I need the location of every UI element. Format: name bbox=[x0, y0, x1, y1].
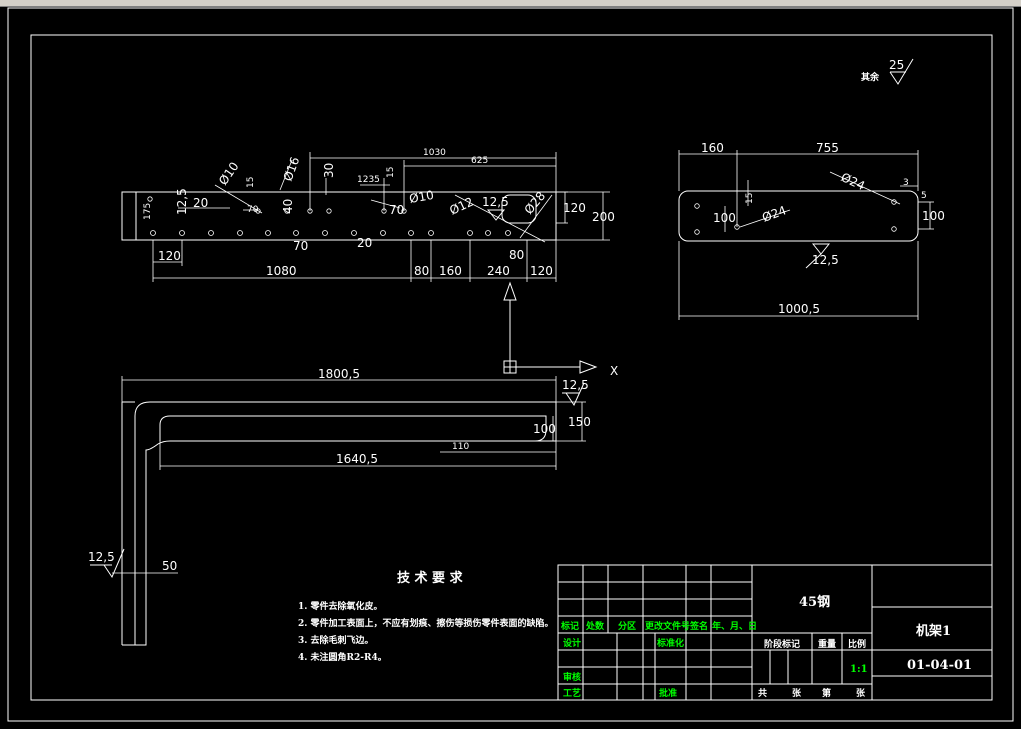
tb-label-change-doc: 更改文件号 bbox=[645, 620, 690, 632]
side-dim-5: 5 bbox=[921, 191, 927, 201]
dim-80-b: 80 bbox=[509, 248, 524, 262]
dim-80: 80 bbox=[414, 264, 429, 278]
bend-roughness-12-5-b: 12,5 bbox=[88, 550, 115, 564]
ucs-icon: X bbox=[503, 281, 618, 378]
dim-30: 30 bbox=[322, 163, 336, 178]
bend-dim-1800-5: 1800,5 bbox=[318, 367, 360, 381]
dim-200: 200 bbox=[592, 210, 615, 224]
tb-part-name: 机架1 bbox=[916, 623, 951, 639]
tb-label-sheet: 张 bbox=[856, 687, 866, 699]
dim-15-right: 15 bbox=[386, 167, 396, 178]
tb-label-approve: 批准 bbox=[659, 687, 677, 699]
dim-1030: 1030 bbox=[423, 148, 446, 158]
side-roughness-12-5: 12,5 bbox=[812, 253, 839, 267]
dim-phi28: Ø28 bbox=[522, 189, 549, 217]
tech-req-item-3: 3. 去除毛刺飞边。 bbox=[298, 634, 374, 646]
dim-120-left: 120 bbox=[158, 249, 181, 263]
dim-40: 40 bbox=[281, 199, 295, 214]
tech-req-title: 技 术 要 求 bbox=[397, 570, 464, 586]
tb-label-mark: 标记 bbox=[560, 620, 579, 632]
tb-label-stage-mark: 阶段标记 bbox=[764, 638, 800, 650]
roughness-12-5-front: 12,5 bbox=[482, 195, 509, 209]
sheet-outer-border bbox=[7, 7, 1014, 722]
bend-roughness-12-5: 12,5 bbox=[562, 378, 589, 392]
dim-phi12: Ø12 bbox=[447, 195, 475, 218]
bend-view-outline bbox=[134, 401, 557, 646]
dim-70-b: 70 bbox=[389, 203, 404, 217]
tb-label-sheets: 张 bbox=[792, 687, 802, 699]
bend-dim-110: 110 bbox=[452, 442, 469, 452]
roughness-other-label: 其余 bbox=[861, 71, 880, 83]
dim-phi10-right: Ø10 bbox=[408, 188, 435, 206]
side-dim-3: 3 bbox=[903, 178, 909, 188]
side-dim-755: 755 bbox=[816, 141, 839, 155]
tb-label-total: 共 bbox=[758, 687, 767, 699]
side-dim-phi24-left: Ø24 bbox=[760, 203, 788, 225]
dim-20-left: 20 bbox=[193, 196, 208, 210]
dim-625: 625 bbox=[471, 156, 488, 166]
tech-req-item-1: 1. 零件去除氧化皮。 bbox=[298, 600, 383, 612]
sheet-inner-frame bbox=[30, 34, 993, 701]
tech-req-item-4: 4. 未注圆角R2-R4。 bbox=[298, 651, 387, 663]
tb-drawing-no: 01-04-01 bbox=[907, 658, 972, 673]
tb-material: 45钢 bbox=[799, 594, 830, 610]
tb-label-no: 第 bbox=[822, 687, 831, 699]
bend-dim-150: 150 bbox=[568, 415, 591, 429]
dim-1080: 1080 bbox=[266, 264, 297, 278]
roughness-symbol-general: 其余 25 bbox=[861, 58, 914, 85]
dim-15-left: 15 bbox=[246, 177, 256, 188]
dim-phi10-left: Ø10 bbox=[216, 159, 242, 187]
tb-label-count: 处数 bbox=[585, 620, 605, 632]
tb-label-process: 工艺 bbox=[563, 687, 581, 699]
side-dim-1000-5: 1000,5 bbox=[778, 302, 820, 316]
dim-120-bottom: 120 bbox=[530, 264, 553, 278]
dim-1235: 1235 bbox=[357, 175, 380, 185]
tb-label-standardize: 标准化 bbox=[656, 637, 684, 649]
title-block: 标记 处数 分区 更改文件号 签名 年、月、日 设计 标准化 审核 工艺 批准 … bbox=[557, 564, 993, 701]
bend-dim-1640-5: 1640,5 bbox=[336, 452, 378, 466]
tb-label-date: 年、月、日 bbox=[712, 620, 757, 632]
side-view: 160 755 Ø24 Ø24 100 15 3 5 100 12,5 1000… bbox=[678, 141, 945, 320]
ucs-x-label: X bbox=[610, 364, 618, 378]
tb-label-weight: 重量 bbox=[818, 638, 836, 650]
dim-70-c: 70 bbox=[293, 239, 308, 253]
dim-240: 240 bbox=[487, 264, 510, 278]
dim-20-bottom: 20 bbox=[357, 236, 372, 250]
roughness-other-value: 25 bbox=[889, 58, 904, 72]
side-dim-phi24-top: Ø24 bbox=[839, 170, 867, 193]
side-dim-15: 15 bbox=[745, 193, 755, 204]
dim-175: 175 bbox=[143, 203, 153, 220]
front-view: 1030 625 1235 15 15 30 Ø10 Ø16 Ø10 Ø12 Ø… bbox=[121, 148, 615, 282]
dim-120-right: 120 bbox=[563, 201, 586, 215]
tb-scale-value: 1:1 bbox=[850, 664, 868, 675]
tech-req-item-2: 2. 零件加工表面上，不应有划痕、擦伤等损伤零件表面的缺陷。 bbox=[298, 617, 554, 629]
bend-view: 1800,5 12,5 150 100 110 1640,5 12,5 50 bbox=[88, 367, 591, 646]
dim-12-5-vertical: 12,5 bbox=[175, 188, 189, 215]
tb-label-design: 设计 bbox=[563, 637, 581, 649]
tb-label-sign: 签名 bbox=[689, 620, 708, 632]
side-view-plate bbox=[678, 190, 919, 242]
front-view-holes bbox=[147, 196, 511, 236]
tb-label-review: 审核 bbox=[563, 671, 581, 683]
tb-label-zone: 分区 bbox=[618, 620, 636, 632]
technical-requirements: 技 术 要 求 1. 零件去除氧化皮。 2. 零件加工表面上，不应有划痕、擦伤等… bbox=[298, 570, 554, 663]
app-toolbar-strip bbox=[0, 0, 1021, 7]
front-view-plate bbox=[121, 191, 557, 241]
dim-phi16: Ø16 bbox=[281, 155, 303, 183]
dim-160: 160 bbox=[439, 264, 462, 278]
tb-label-scale: 比例 bbox=[848, 638, 866, 650]
bend-dim-100: 100 bbox=[533, 422, 556, 436]
dim-70-a: 70 bbox=[247, 205, 259, 215]
bend-dim-50: 50 bbox=[162, 559, 177, 573]
side-dim-160: 160 bbox=[701, 141, 724, 155]
side-dim-100-left: 100 bbox=[713, 211, 736, 225]
side-dim-100-right: 100 bbox=[922, 209, 945, 223]
front-view-slot bbox=[501, 194, 537, 224]
